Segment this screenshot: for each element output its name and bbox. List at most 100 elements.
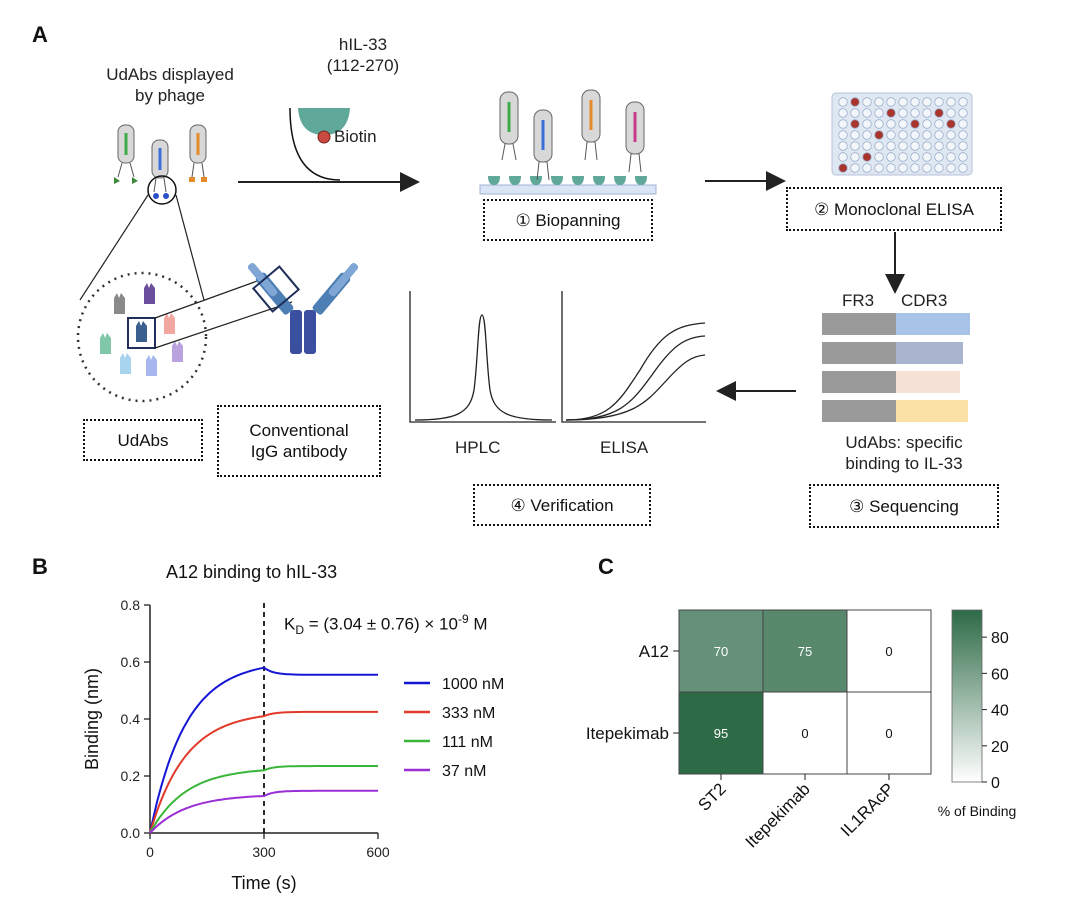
plate-well [946, 163, 956, 173]
colorbar-label: % of Binding [938, 803, 1017, 819]
heatmap-cell-value: 0 [885, 726, 892, 741]
plate-well [898, 163, 908, 173]
plate-well [862, 152, 872, 162]
x-tick-label: 600 [366, 844, 390, 860]
plate-well [850, 130, 860, 140]
plate-well [910, 97, 920, 107]
plate-well [922, 141, 932, 151]
legend-label: 37 nM [442, 763, 486, 780]
legend-label: 111 nM [442, 734, 493, 751]
antigen-cup [530, 176, 542, 185]
panel-c-letter: C [598, 554, 614, 579]
step-sequencing: ③ Sequencing [809, 484, 999, 528]
elisa-label: ELISA [600, 438, 649, 457]
plate-well [874, 163, 884, 173]
step-monoclonal-elisa: ② Monoclonal ELISA [786, 187, 1002, 231]
fr3-segment [822, 342, 896, 364]
plate-well [910, 108, 920, 118]
series-line [149, 710, 378, 834]
plate-well [898, 141, 908, 151]
plate-well [958, 130, 968, 140]
heatmap-cell [678, 609, 764, 693]
plate-well [898, 119, 908, 129]
y-tick-label: 0.8 [121, 597, 141, 613]
sequence-bars [822, 313, 970, 422]
heatmap-cell-value: 0 [885, 644, 892, 659]
plate-well [898, 97, 908, 107]
plate-well [886, 152, 896, 162]
plate-well [838, 119, 848, 129]
plate-well [958, 163, 968, 173]
plate-well [946, 97, 956, 107]
udab-fragment [114, 293, 125, 314]
colorbar-tick-label: 40 [991, 703, 1009, 720]
plate-well [838, 141, 848, 151]
plate-well [886, 163, 896, 173]
plate-well [862, 97, 872, 107]
plate-well [946, 130, 956, 140]
cdr3-label: CDR3 [901, 291, 948, 310]
plate-well [874, 141, 884, 151]
plate-well [934, 97, 944, 107]
plate-well [958, 152, 968, 162]
udab-fragment [100, 333, 111, 354]
elisa-plate-graphic [831, 92, 973, 176]
udabs-box: UdAbs [83, 419, 203, 461]
plate-well [850, 152, 860, 162]
plate-well [838, 108, 848, 118]
plate-well [898, 108, 908, 118]
hplc-plot [409, 291, 556, 423]
fr3-segment [822, 400, 896, 422]
udab-fragment [144, 283, 155, 304]
colorbar-tick-label: 80 [991, 630, 1009, 647]
antigen-label-line2: (112-270) [326, 56, 400, 75]
heatmap-cell-value: 70 [714, 644, 728, 659]
plate-well [946, 152, 956, 162]
plate-well [886, 97, 896, 107]
plate-well [886, 141, 896, 151]
x-axis-label: Time (s) [231, 873, 296, 893]
colorbar-tick-label: 20 [991, 739, 1009, 756]
plate-well [922, 108, 932, 118]
kd-symbol: K [284, 614, 296, 634]
plate-well [946, 141, 956, 151]
plate-well [946, 108, 956, 118]
antigen-cup [593, 176, 605, 185]
kd-value: = (3.04 ± 0.76) × 10 [304, 614, 458, 634]
y-tick-label: 0.6 [121, 654, 141, 670]
heatmap-cell-value: 75 [798, 644, 812, 659]
plate-well [958, 119, 968, 129]
udab-fragment [136, 321, 147, 342]
plate-well [922, 119, 932, 129]
plate-well [934, 163, 944, 173]
panel-b-letter: B [32, 554, 48, 579]
sequencing-caption-line1: UdAbs: specific [845, 433, 963, 452]
panel-a-letter: A [32, 22, 48, 47]
chart-b-title: A12 binding to hIL-33 [166, 562, 338, 582]
plate-well [850, 108, 860, 118]
plate-well [934, 108, 944, 118]
biotin-label: Biotin [334, 127, 377, 146]
phage-label-line1: UdAbs displayed [106, 65, 234, 84]
plate-well [934, 152, 944, 162]
udab-fragments [100, 283, 183, 376]
plate-well [934, 130, 944, 140]
plate-well [922, 152, 932, 162]
plate-well [862, 119, 872, 129]
plate-well [850, 97, 860, 107]
antigen-cup [509, 176, 521, 185]
plate-well [958, 97, 968, 107]
plate-well [922, 163, 932, 173]
plate-well [934, 141, 944, 151]
legend-label: 1000 nM [442, 676, 504, 693]
plate-well [874, 108, 884, 118]
igg-box-line2: IgG antibody [250, 442, 348, 461]
plate-well [910, 152, 920, 162]
plate-well [850, 119, 860, 129]
cdr3-segment [896, 400, 968, 422]
heatmap-cell [678, 691, 764, 775]
antigen-label: hIL-33 (112-270) [318, 34, 408, 76]
udab-fragment [120, 353, 131, 374]
